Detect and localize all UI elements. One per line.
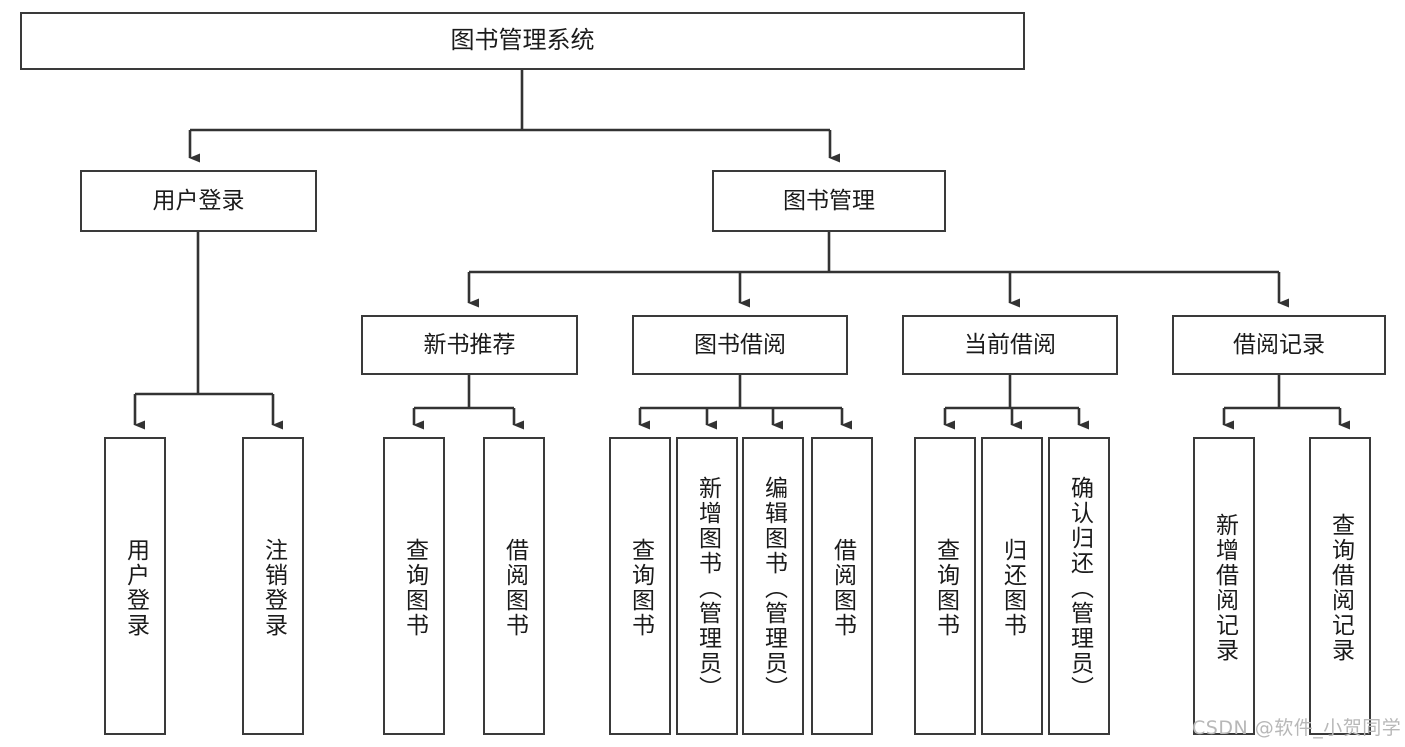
- node-leaf-add-borrow-record[interactable]: 新增借阅记录: [1193, 437, 1255, 735]
- node-book-management[interactable]: 图书管理: [712, 170, 946, 232]
- node-leaf-query-borrow-record[interactable]: 查询借阅记录: [1309, 437, 1371, 735]
- node-label: 编辑图书（管理员）: [760, 475, 787, 701]
- node-label: 新增图书（管理员）: [694, 475, 721, 701]
- node-user-login[interactable]: 用户登录: [80, 170, 317, 232]
- node-label: 新书推荐: [423, 331, 516, 358]
- node-book-borrow[interactable]: 图书借阅: [632, 315, 848, 375]
- node-current-borrow[interactable]: 当前借阅: [902, 315, 1118, 375]
- node-borrow-record[interactable]: 借阅记录: [1172, 315, 1386, 375]
- node-leaf-current-query-book[interactable]: 查询图书: [914, 437, 976, 735]
- node-label: 确认归还（管理员）: [1066, 475, 1093, 701]
- node-label: 用户登录: [152, 187, 245, 214]
- node-leaf-recommend-borrow-book[interactable]: 借阅图书: [483, 437, 545, 735]
- node-label: 图书管理: [783, 187, 875, 214]
- node-label: 借阅图书: [829, 538, 856, 638]
- node-label: 图书借阅: [694, 331, 786, 358]
- node-leaf-edit-book-admin[interactable]: 编辑图书（管理员）: [742, 437, 804, 735]
- node-label: 查询借阅记录: [1327, 513, 1354, 663]
- node-root-book-management-system[interactable]: 图书管理系统: [20, 12, 1025, 70]
- node-label: 查询图书: [401, 538, 428, 638]
- node-label: 查询图书: [627, 538, 654, 638]
- node-leaf-add-book-admin[interactable]: 新增图书（管理员）: [676, 437, 738, 735]
- node-label: 借阅图书: [501, 538, 528, 638]
- node-label: 注销登录: [260, 538, 287, 638]
- node-label: 用户登录: [122, 538, 149, 638]
- node-leaf-logout[interactable]: 注销登录: [242, 437, 304, 735]
- node-label: 归还图书: [999, 538, 1026, 638]
- node-label: 新增借阅记录: [1211, 513, 1238, 663]
- node-leaf-borrow-book[interactable]: 借阅图书: [811, 437, 873, 735]
- node-leaf-recommend-query-book[interactable]: 查询图书: [383, 437, 445, 735]
- node-leaf-return-book[interactable]: 归还图书: [981, 437, 1043, 735]
- csdn-watermark: CSDN @软件_小贺同学: [1192, 717, 1402, 739]
- node-label: 当前借阅: [964, 331, 1056, 358]
- node-new-book-recommend[interactable]: 新书推荐: [361, 315, 578, 375]
- node-leaf-confirm-return-admin[interactable]: 确认归还（管理员）: [1048, 437, 1110, 735]
- node-label: 图书管理系统: [450, 26, 595, 55]
- node-label: 查询图书: [932, 538, 959, 638]
- node-leaf-user-login[interactable]: 用户登录: [104, 437, 166, 735]
- node-leaf-borrow-query-book[interactable]: 查询图书: [609, 437, 671, 735]
- node-label: 借阅记录: [1233, 331, 1325, 358]
